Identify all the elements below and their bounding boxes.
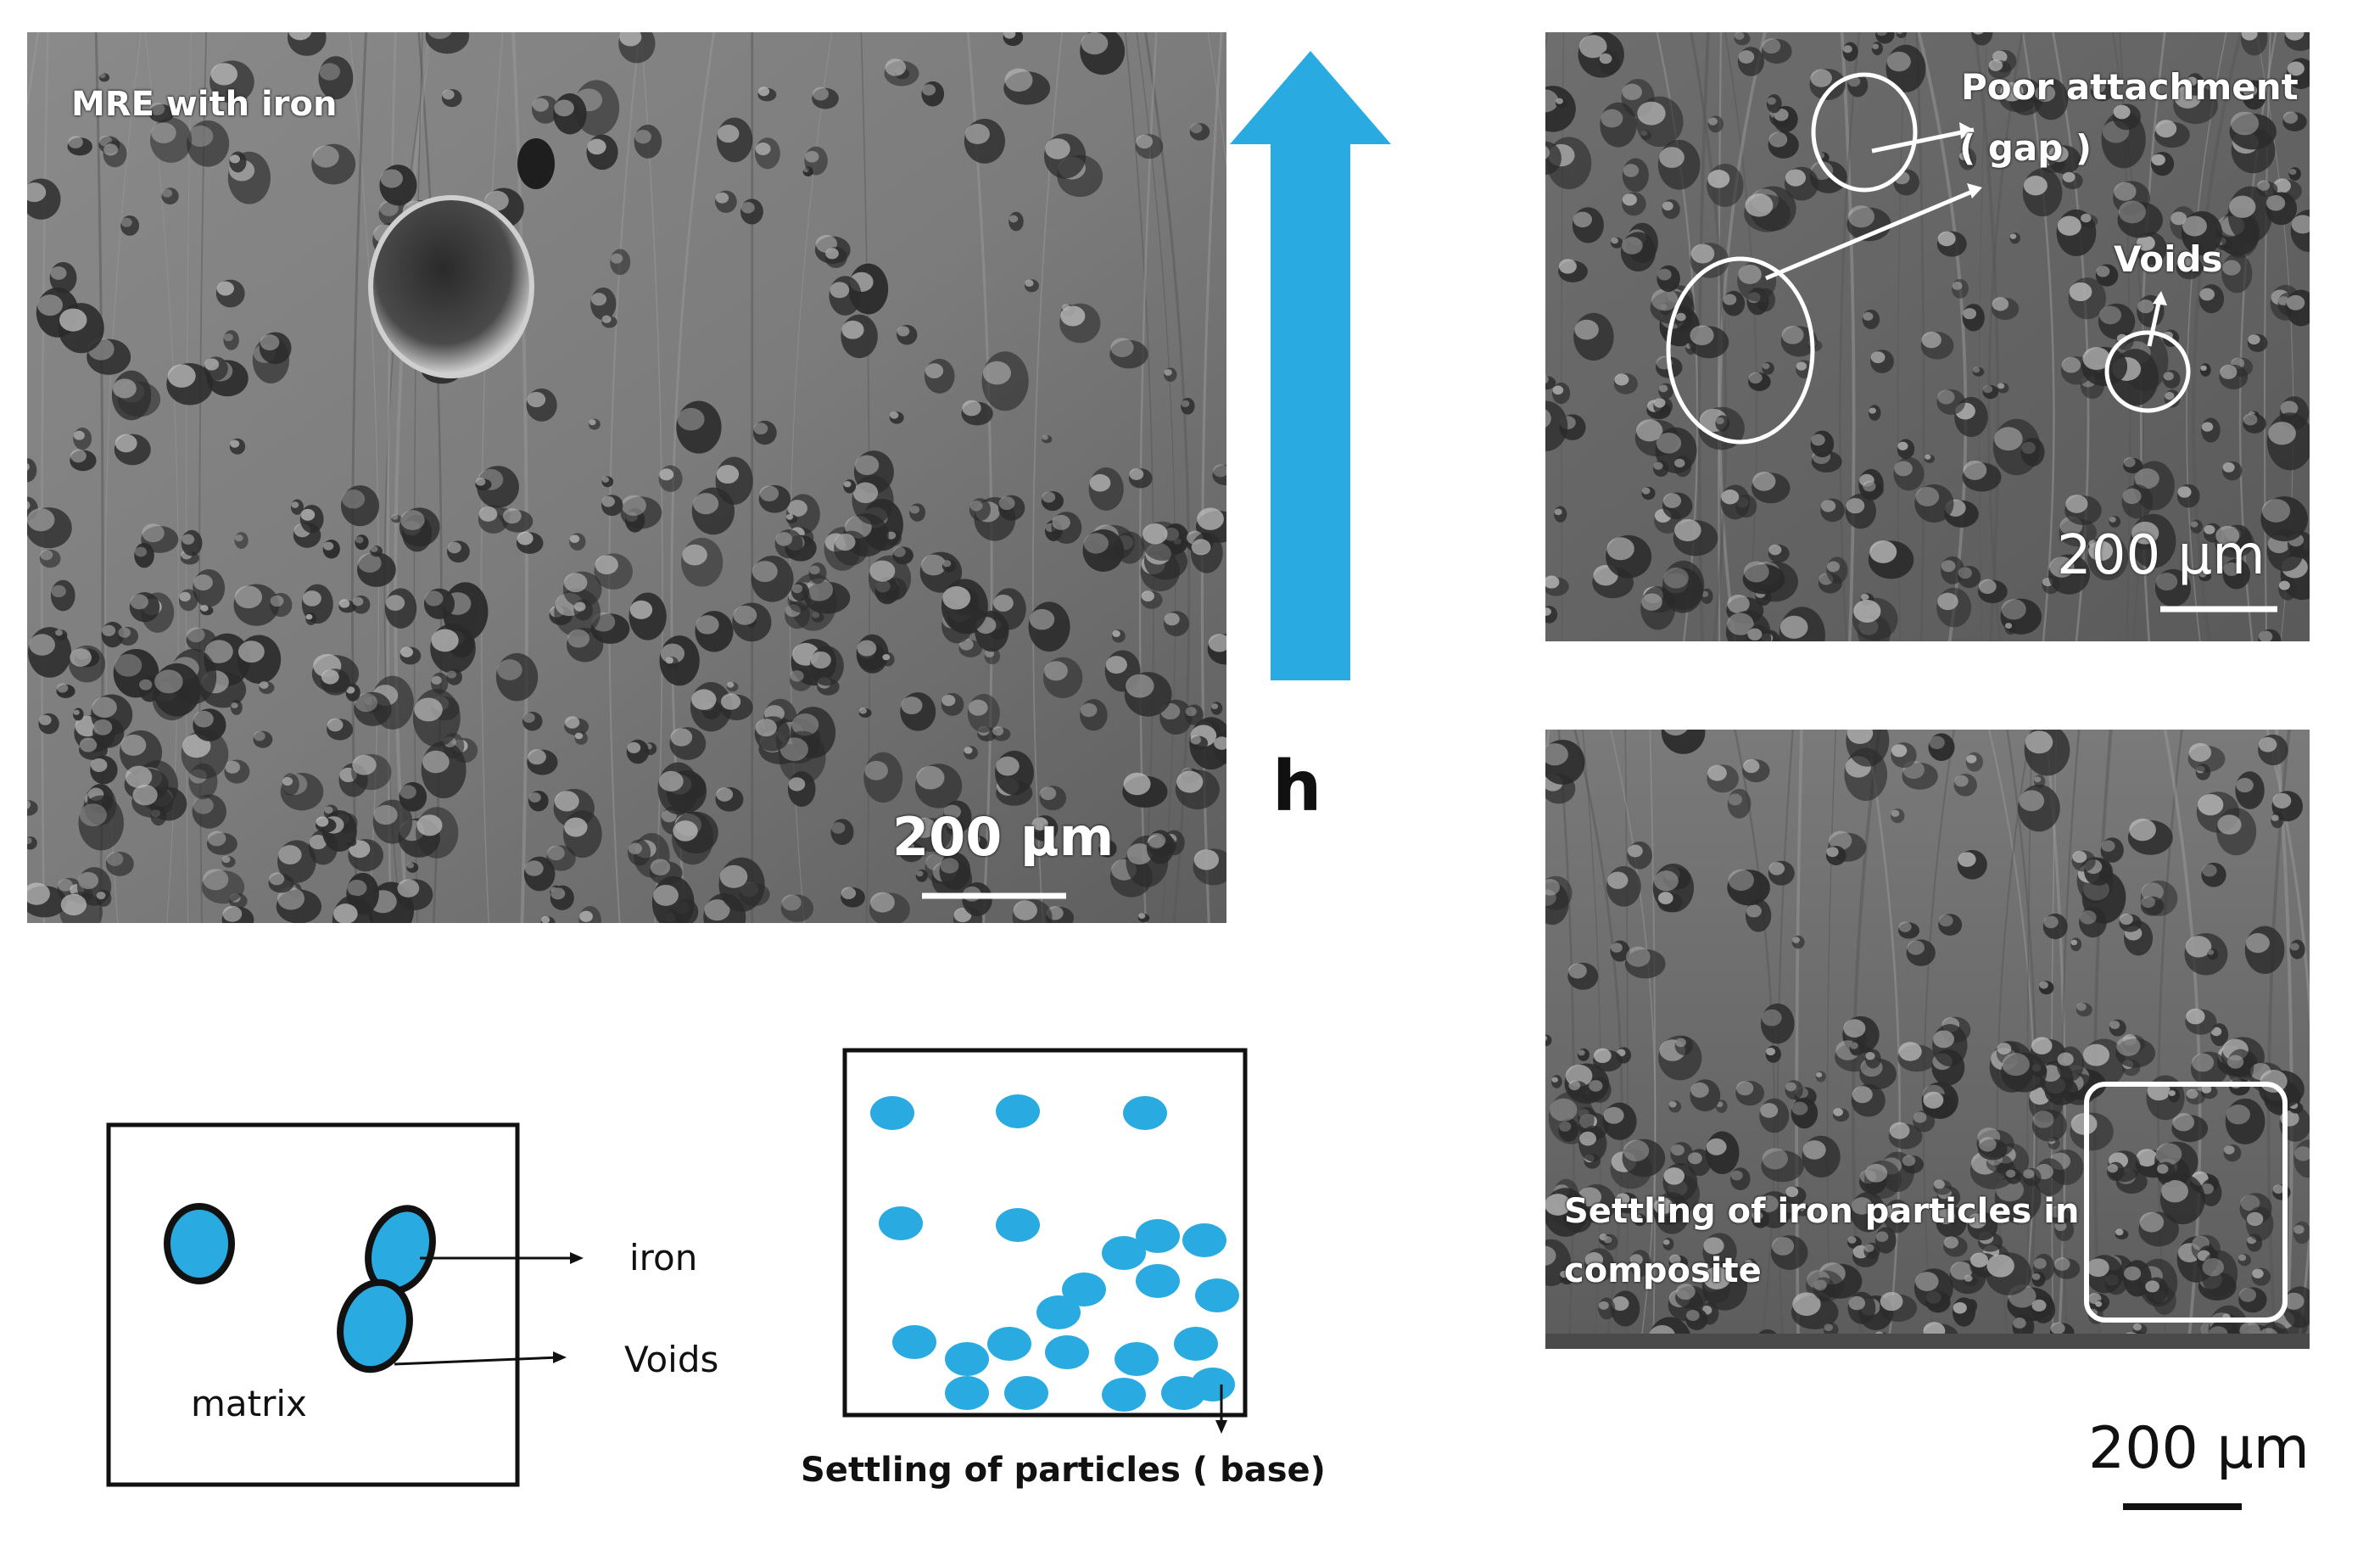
sem-top-right-panel: Poor attachment ( gap ) Voids 200 μm xyxy=(1545,32,2310,641)
settling-label: Settling of iron particles in xyxy=(1564,1192,2080,1231)
settling-caption: Settling of particles ( base) xyxy=(801,1451,1326,1490)
sem-main-image xyxy=(27,32,1226,923)
height-label: h xyxy=(1272,747,1322,827)
settled-particle xyxy=(1195,1278,1239,1312)
settled-particle xyxy=(1102,1378,1146,1412)
settled-particle xyxy=(996,1094,1040,1128)
settled-particle xyxy=(945,1376,989,1410)
settled-particle xyxy=(996,1208,1040,1242)
scale-label: 200 μm xyxy=(2088,1415,2310,1482)
settled-particle xyxy=(1102,1236,1146,1270)
gap-label: ( gap ) xyxy=(1959,127,2092,169)
settled-particle xyxy=(1136,1264,1180,1298)
particle-circle xyxy=(1666,256,1815,445)
voids-label: Voids xyxy=(624,1339,719,1380)
settling-box xyxy=(2084,1082,2288,1323)
sem-label: MRE with iron xyxy=(71,85,338,124)
settled-particle xyxy=(1182,1223,1226,1257)
voids-label: Voids xyxy=(2114,238,2223,280)
void-particle xyxy=(337,1278,413,1373)
scale-label: 200 μm xyxy=(2057,524,2265,587)
sem-bottom-right-panel: Settling of iron particles in composite xyxy=(1545,730,2310,1349)
sem-main-panel: MRE with iron 200 μm xyxy=(27,32,1226,923)
settled-particle xyxy=(1004,1376,1048,1410)
matrix-schematic xyxy=(106,1122,584,1487)
large-void xyxy=(368,195,534,378)
settled-particle xyxy=(1136,1219,1180,1253)
iron-particle xyxy=(164,1203,235,1284)
settled-particle xyxy=(1045,1335,1089,1369)
up-arrow-icon xyxy=(1230,51,1391,680)
settling-schematic xyxy=(842,1048,1248,1434)
settled-particle xyxy=(1036,1295,1081,1329)
iron-label: iron xyxy=(629,1237,698,1278)
void-circle xyxy=(2104,330,2191,413)
poor-attachment-label: Poor attachment xyxy=(1961,66,2299,108)
sem-bottom-right-image xyxy=(1545,730,2310,1349)
settled-particle xyxy=(945,1342,989,1376)
composite-label: composite xyxy=(1564,1251,1762,1290)
settled-particle xyxy=(1123,1096,1167,1130)
settled-particle xyxy=(1062,1273,1106,1306)
settled-particle xyxy=(1115,1342,1159,1376)
scale-bar xyxy=(2123,1503,2242,1510)
scale-label: 200 μm xyxy=(892,806,1115,868)
settled-particle xyxy=(1174,1327,1218,1361)
settled-particle xyxy=(1191,1368,1235,1401)
settled-particle xyxy=(892,1325,936,1359)
matrix-label: matrix xyxy=(191,1383,307,1424)
matrix-box xyxy=(106,1122,520,1487)
settled-particle xyxy=(987,1327,1031,1361)
settled-particle xyxy=(870,1096,914,1130)
settled-particle xyxy=(879,1206,923,1240)
gap-circle xyxy=(1811,72,1918,193)
sem-top-right-image xyxy=(1545,32,2310,641)
